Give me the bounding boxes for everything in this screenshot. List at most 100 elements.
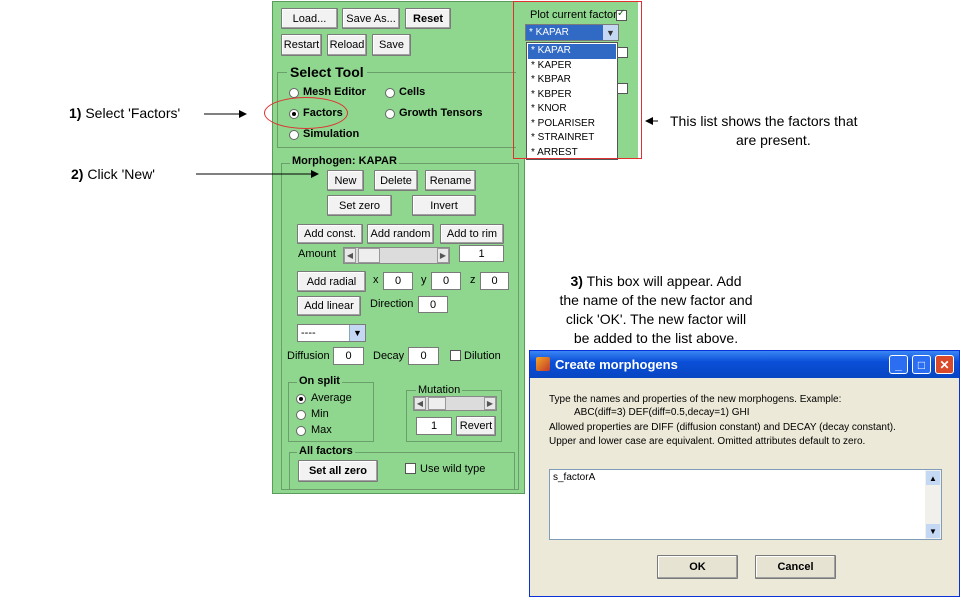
factor-option[interactable]: * KBPER [531, 88, 572, 100]
factor-option[interactable]: * KAPAR [528, 44, 616, 59]
mutation-title: Mutation [416, 384, 463, 396]
growth-tensors-radio[interactable] [385, 109, 395, 119]
y-field[interactable]: 0 [431, 272, 461, 290]
mesh-editor-label: Mesh Editor [303, 86, 366, 98]
all-factors-title: All factors [297, 445, 355, 457]
plot-factor-label: Plot current factor [530, 9, 617, 21]
decay-field[interactable]: 0 [408, 347, 439, 365]
factor-option[interactable]: * ARREST [531, 146, 578, 158]
dialog-titlebar[interactable]: Create morphogens _ □ ✕ [530, 351, 959, 378]
add-random-button[interactable]: Add random [367, 224, 434, 244]
min-label: Min [311, 408, 329, 420]
z-label: z [470, 274, 476, 286]
dialog-instruction-1: Type the names and properties of the new… [549, 394, 842, 405]
slider-thumb[interactable] [358, 248, 380, 263]
scroll-down-icon[interactable]: ▼ [926, 524, 940, 538]
list-note-line2: are present. [736, 132, 811, 148]
checkmark-icon: ✓ [617, 8, 626, 19]
ok-button[interactable]: OK [657, 555, 738, 579]
profile-dropdown[interactable]: ---- ▼ [297, 324, 366, 342]
dialog-instruction-4: Upper and lower case are equivalent. Omi… [549, 436, 866, 447]
factors-highlight-ellipse [264, 97, 348, 129]
add-radial-button[interactable]: Add radial [297, 271, 366, 292]
z-field[interactable]: 0 [480, 272, 509, 290]
max-label: Max [311, 424, 332, 436]
rename-morphogen-button[interactable]: Rename [425, 170, 476, 191]
factor-option[interactable]: * KNOR [531, 103, 567, 114]
dialog-instruction-2: ABC(diff=3) DEF(diff=0.5,decay=1) GHI [574, 407, 750, 418]
morphogen-names-text: s_factorA [553, 472, 596, 483]
amount-label: Amount [298, 248, 336, 260]
min-radio[interactable] [296, 410, 306, 420]
scroll-up-icon[interactable]: ▲ [926, 471, 940, 485]
use-wild-type-checkbox[interactable] [405, 463, 416, 474]
factor-option[interactable]: * STRAINRET [531, 132, 595, 143]
set-all-zero-button[interactable]: Set all zero [298, 460, 378, 482]
chevron-down-icon[interactable]: ▼ [349, 325, 365, 341]
use-wild-type-label: Use wild type [420, 463, 486, 475]
add-to-rim-button[interactable]: Add to rim [440, 224, 504, 244]
simulation-radio[interactable] [289, 130, 299, 140]
mutation-slider-thumb[interactable] [428, 397, 446, 410]
list-note-line1: This list shows the factors that [670, 113, 858, 129]
factor-list-highlight-box [513, 1, 642, 159]
reload-button[interactable]: Reload [327, 34, 367, 56]
dilution-label: Dilution [464, 350, 501, 362]
dialog-title: Create morphogens [555, 357, 678, 372]
factor-dropdown-chevron-icon[interactable]: ▼ [603, 25, 618, 40]
step1-annotation: 1) Select 'Factors' [69, 105, 181, 121]
mutation-left-arrow-icon[interactable]: ◀ [414, 397, 426, 410]
set-zero-button[interactable]: Set zero [327, 195, 392, 216]
y-label: y [421, 274, 427, 286]
new-morphogen-button[interactable]: New [327, 170, 364, 191]
morphogen-names-textarea[interactable]: s_factorA ▲ ▼ [549, 469, 942, 540]
add-const-button[interactable]: Add const. [297, 224, 363, 244]
growth-tensors-label: Growth Tensors [399, 107, 483, 119]
direction-field[interactable]: 0 [418, 296, 448, 313]
factor-dropdown-list: * KAPAR * KAPER * KBPAR * KBPER * KNOR *… [526, 42, 618, 160]
close-icon[interactable]: ✕ [935, 355, 954, 374]
maximize-icon[interactable]: □ [912, 355, 931, 374]
mutation-value-field[interactable]: 1 [416, 417, 452, 435]
factor-option[interactable]: * KBPAR [531, 74, 571, 85]
cells-radio[interactable] [385, 88, 395, 98]
slider-left-arrow-icon[interactable]: ◀ [344, 248, 356, 263]
save-button[interactable]: Save [372, 34, 411, 56]
on-split-title: On split [297, 375, 342, 387]
step3-annotation: 3) This box will appear. Add the name of… [559, 273, 753, 346]
simulation-label: Simulation [303, 128, 360, 140]
amount-value-field[interactable]: 1 [459, 245, 504, 262]
textarea-scrollbar[interactable]: ▲ ▼ [925, 470, 941, 539]
plot-factor-checkbox[interactable]: ✓ [616, 8, 627, 21]
add-linear-button[interactable]: Add linear [297, 296, 361, 316]
average-radio[interactable] [296, 394, 306, 404]
x-field[interactable]: 0 [383, 272, 413, 290]
factor-dropdown-value: * KAPAR [529, 27, 569, 38]
amount-slider[interactable]: ◀ ▶ [343, 247, 450, 264]
invert-button[interactable]: Invert [412, 195, 476, 216]
restart-button[interactable]: Restart [281, 34, 322, 56]
revert-button[interactable]: Revert [456, 416, 496, 436]
load-button[interactable]: Load... [281, 8, 338, 29]
diffusion-field[interactable]: 0 [333, 347, 364, 365]
morphogen-title: Morphogen: KAPAR [290, 155, 399, 167]
profile-dropdown-value: ---- [301, 327, 316, 339]
matlab-logo-icon [536, 357, 550, 371]
cancel-button[interactable]: Cancel [755, 555, 836, 579]
factor-option[interactable]: * POLARISER [531, 117, 595, 129]
factor-dropdown[interactable]: * KAPAR ▼ [525, 24, 619, 41]
reset-button[interactable]: Reset [405, 8, 451, 29]
delete-morphogen-button[interactable]: Delete [374, 170, 418, 191]
diffusion-label: Diffusion [287, 350, 330, 362]
slider-right-arrow-icon[interactable]: ▶ [437, 248, 449, 263]
max-radio[interactable] [296, 426, 306, 436]
decay-label: Decay [373, 350, 405, 362]
save-as-button[interactable]: Save As... [342, 8, 400, 29]
mutation-slider[interactable]: ◀ ▶ [413, 396, 497, 411]
mutation-right-arrow-icon[interactable]: ▶ [484, 397, 496, 410]
create-morphogens-dialog: Create morphogens _ □ ✕ Type the names a… [529, 350, 960, 597]
factor-option[interactable]: * KAPER [531, 59, 572, 71]
step2-annotation: 2) Click 'New' [71, 166, 155, 182]
minimize-icon[interactable]: _ [889, 355, 908, 374]
dilution-checkbox[interactable] [450, 350, 461, 361]
